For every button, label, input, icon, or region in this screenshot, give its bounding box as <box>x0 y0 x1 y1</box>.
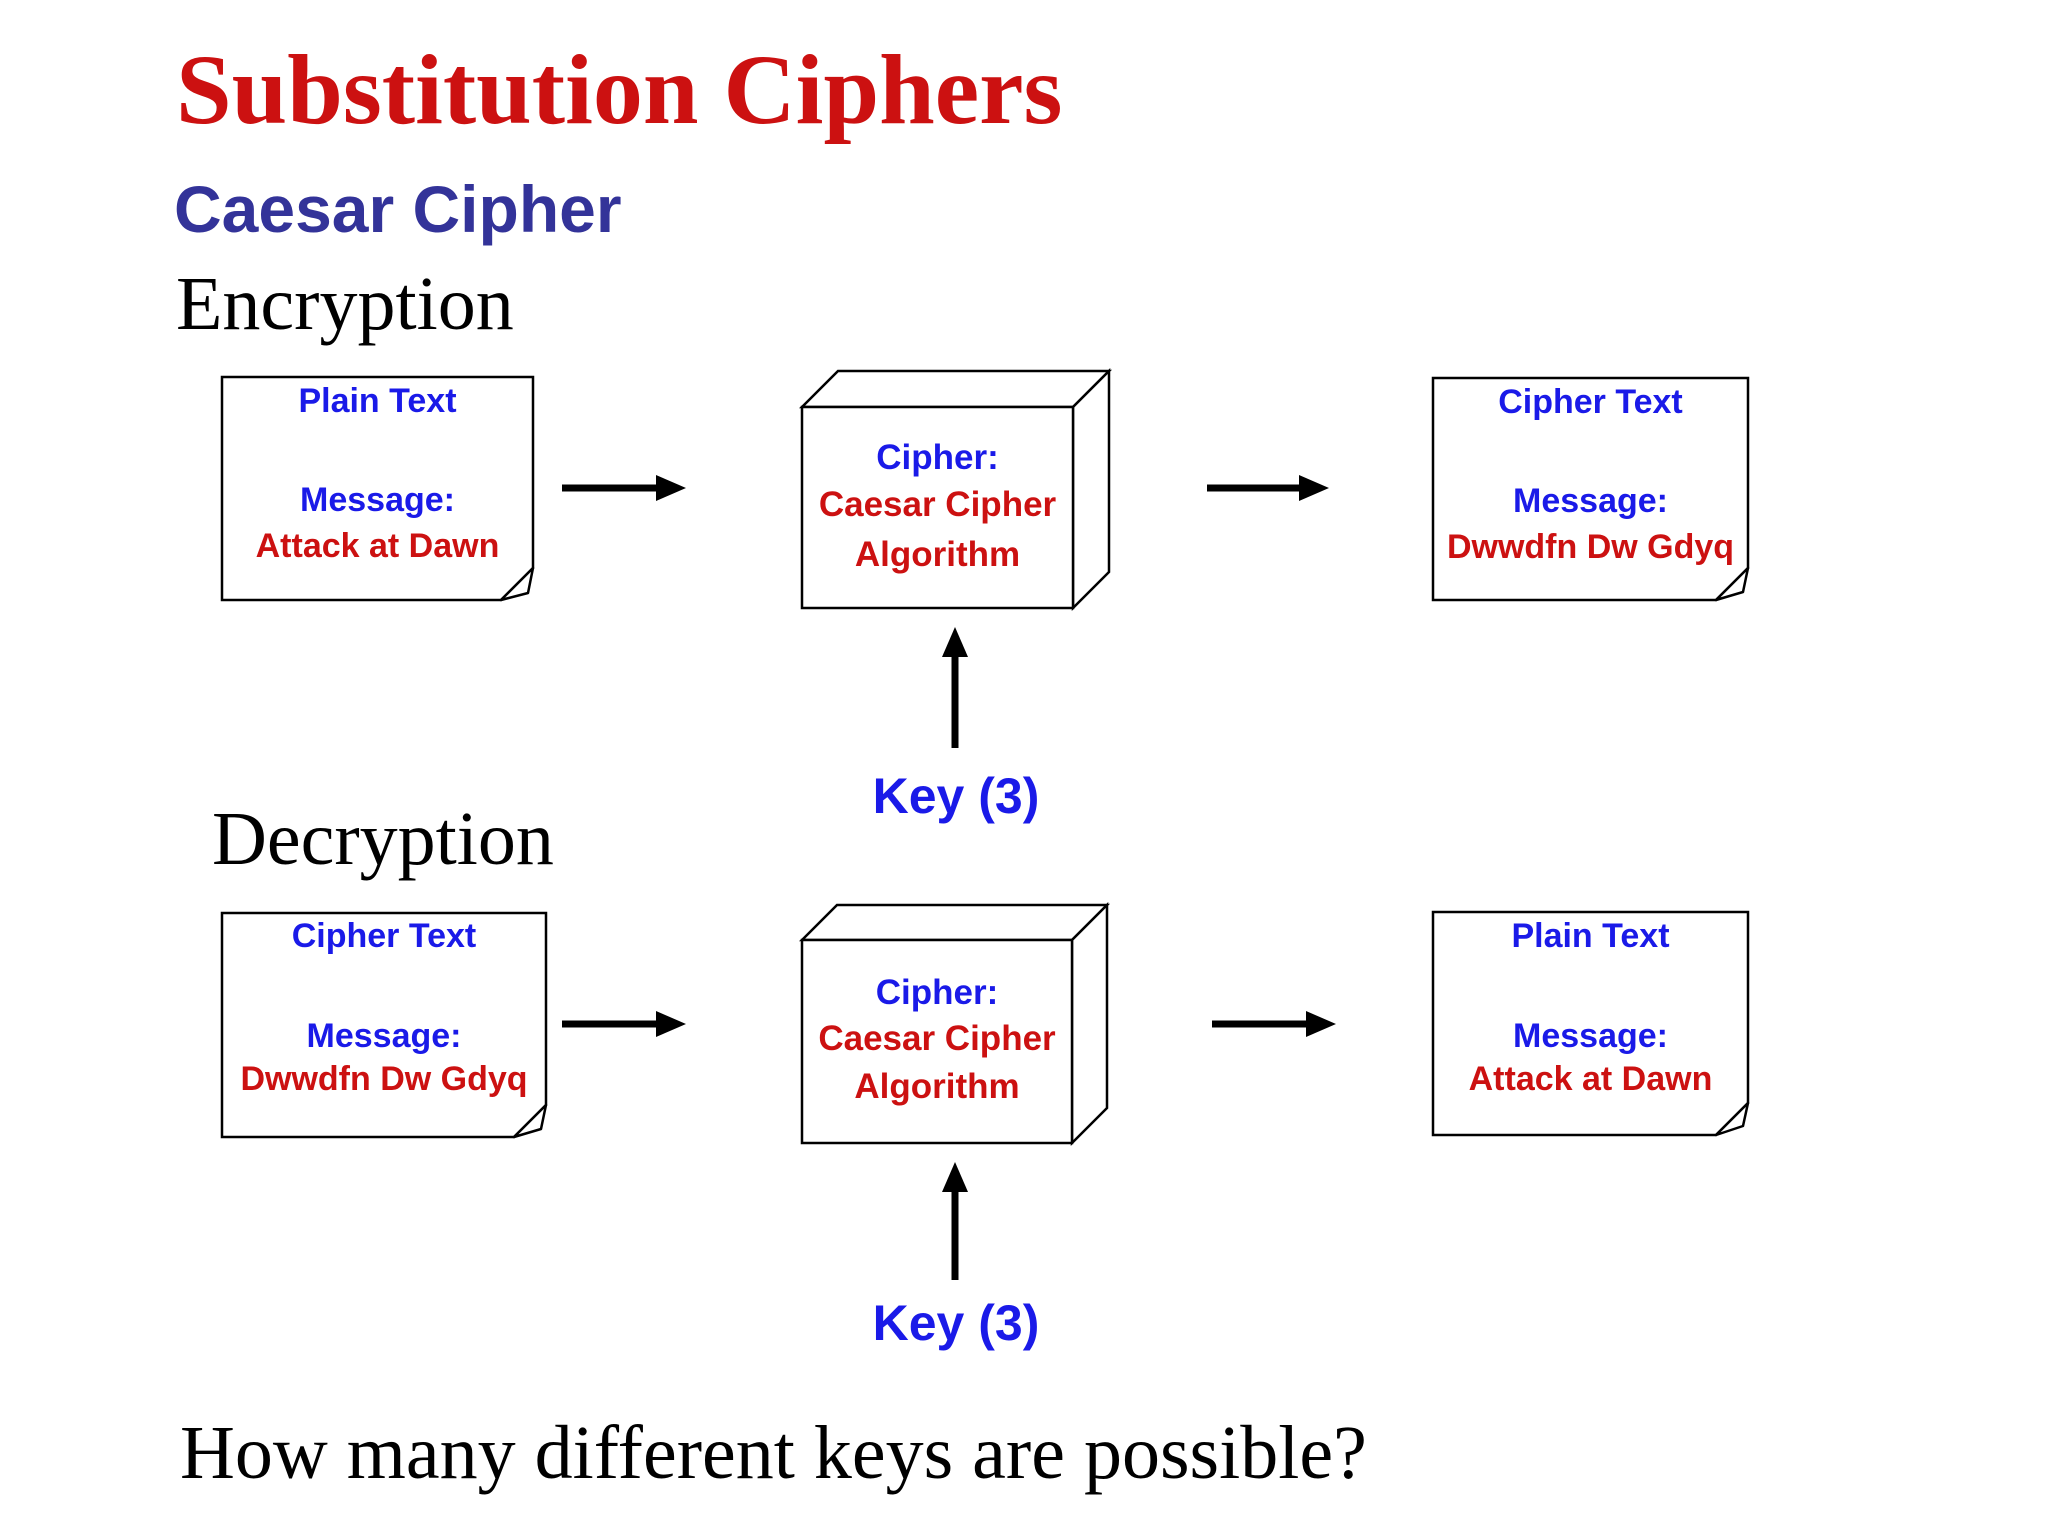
decryption-input-folded-corner <box>512 1103 548 1139</box>
encryption-output-doc-message-label: Message: <box>1513 482 1668 520</box>
encryption-cipher-line1: Cipher: <box>876 438 999 477</box>
decryption-arrow-input-to-cipher-head <box>656 1011 686 1037</box>
decryption-cipher-line3: Algorithm <box>854 1067 1020 1106</box>
decryption-input-doc-message-value: Dwwdfn Dw Gdyq <box>240 1060 528 1098</box>
encryption-section-label: Encryption <box>176 262 514 346</box>
encryption-input-doc-title: Plain Text <box>298 382 457 420</box>
encryption-output-doc-title: Cipher Text <box>1498 383 1683 421</box>
decryption-cipher-box-right-face <box>1070 901 1109 1147</box>
page-title: Substitution Ciphers <box>176 34 1063 145</box>
page-subtitle: Caesar Cipher <box>174 172 622 246</box>
decryption-input-doc-message-label: Message: <box>306 1017 462 1055</box>
decryption-cipher-box-top-face <box>798 903 1111 942</box>
decryption-output-folded-corner <box>1714 1101 1750 1137</box>
encryption-cipher-box-top-face <box>798 369 1113 409</box>
encryption-arrow-cipher-to-output-head <box>1299 475 1329 501</box>
encryption-output-doc-message-value: Dwwdfn Dw Gdyq <box>1446 528 1735 566</box>
encryption-input-folded-corner <box>499 566 535 602</box>
decryption-cipher-line2: Caesar Cipher <box>818 1019 1056 1058</box>
decryption-input-doc-title: Cipher Text <box>291 917 477 955</box>
decryption-key-label: Key (3) <box>872 1295 1040 1351</box>
decryption-output-doc-message-label: Message: <box>1513 1017 1668 1055</box>
encryption-output-folded-corner <box>1714 566 1750 602</box>
decryption-cipher-box-front-face <box>800 938 1074 1145</box>
encryption-input-doc-message-value: Attack at Dawn <box>255 527 500 565</box>
decryption-key-arrow-head <box>942 1162 968 1192</box>
encryption-input-doc-message-label: Message: <box>300 481 455 519</box>
encryption-cipher-line3: Algorithm <box>854 535 1021 574</box>
encryption-cipher-box-front-face <box>800 405 1075 610</box>
bottom-question: How many different keys are possible? <box>180 1411 1367 1495</box>
encryption-key-arrow-head <box>942 627 968 657</box>
encryption-cipher-box-right-face <box>1071 367 1111 612</box>
encryption-cipher-line2: Caesar Cipher <box>818 485 1057 524</box>
decryption-output-doc-message-value: Attack at Dawn <box>1468 1060 1713 1098</box>
decryption-output-doc-title: Plain Text <box>1511 917 1670 955</box>
encryption-key-label: Key (3) <box>872 768 1040 824</box>
decryption-arrow-cipher-to-output-head <box>1306 1011 1336 1037</box>
decryption-section-label: Decryption <box>212 797 554 881</box>
decryption-cipher-line1: Cipher: <box>875 973 999 1012</box>
encryption-arrow-input-to-cipher-head <box>656 475 686 501</box>
